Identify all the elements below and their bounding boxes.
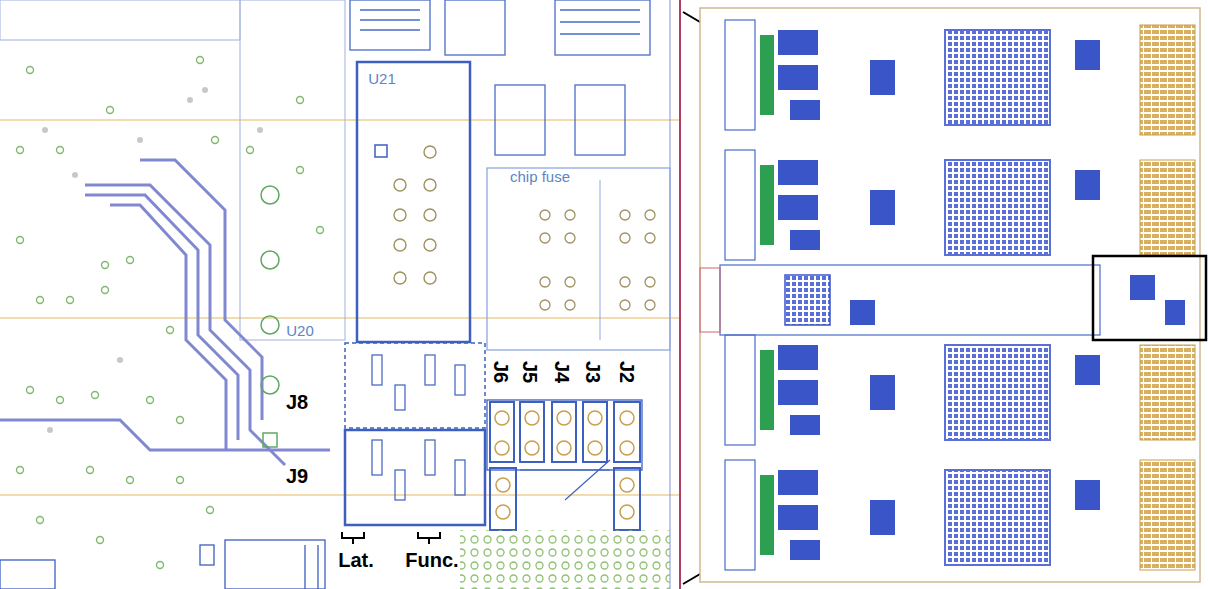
part-name: U20 — [286, 323, 314, 338]
connector-label: J2 — [617, 361, 637, 383]
jumper-label: Lat. — [338, 550, 374, 570]
connector-label: J4 — [552, 361, 572, 383]
connector-label: J3 — [583, 361, 603, 383]
connector-label: J6 — [491, 361, 511, 383]
connector-label: J8 — [286, 392, 308, 412]
part-name: chip fuse — [510, 169, 570, 184]
connector-label: J9 — [286, 466, 308, 486]
part-name: U21 — [368, 71, 396, 86]
jumper-label: Func. — [405, 550, 458, 570]
connector-label: J5 — [520, 361, 540, 383]
